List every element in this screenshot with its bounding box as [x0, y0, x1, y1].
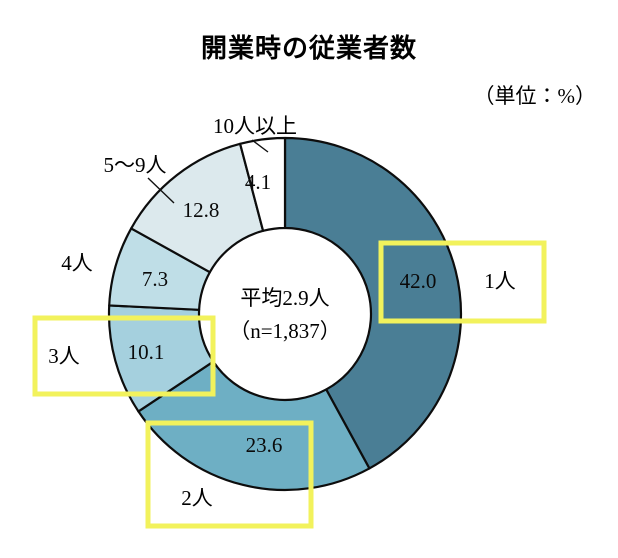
center-annotation: 平均2.9人 （n=1,837）	[229, 286, 341, 343]
callout-boxes	[32, 240, 547, 529]
category-labels: 1人 2人 3人 4人 5～9人 10人以上	[48, 114, 516, 510]
leader-line-5to9	[147, 177, 175, 204]
value-label-5to9-persons: 12.8	[183, 198, 220, 222]
leader-line-10plus	[251, 139, 269, 153]
category-label-2-persons: 2人	[181, 486, 213, 510]
callout-box-3-persons[interactable]	[32, 315, 216, 397]
value-label-1-person: 42.0	[400, 269, 437, 293]
unit-note: （単位：%）	[473, 84, 597, 108]
value-label-3-persons: 10.1	[128, 340, 165, 364]
value-label-10plus-persons: 4.1	[245, 170, 271, 194]
page-title: 開業時の従業者数	[200, 34, 417, 64]
category-label-3-persons: 3人	[48, 344, 80, 368]
value-label-2-persons: 23.6	[246, 433, 283, 457]
category-label-1-person: 1人	[484, 269, 516, 293]
value-label-4-persons: 7.3	[142, 267, 168, 291]
center-sample-size-text: （n=1,837）	[229, 319, 341, 343]
category-label-10plus-persons: 10人以上	[213, 114, 297, 138]
slice-value-labels: 42.0 23.6 10.1 7.3 12.8 4.1	[128, 170, 437, 457]
callout-box-1-person[interactable]	[378, 240, 547, 324]
leader-lines	[147, 139, 269, 204]
category-label-4-persons: 4人	[61, 251, 93, 275]
center-mean-text: 平均2.9人	[240, 286, 329, 310]
slice-1-person[interactable]	[283, 136, 463, 470]
callout-box-2-persons[interactable]	[145, 420, 314, 529]
category-label-5to9-persons: 5～9人	[104, 153, 167, 177]
